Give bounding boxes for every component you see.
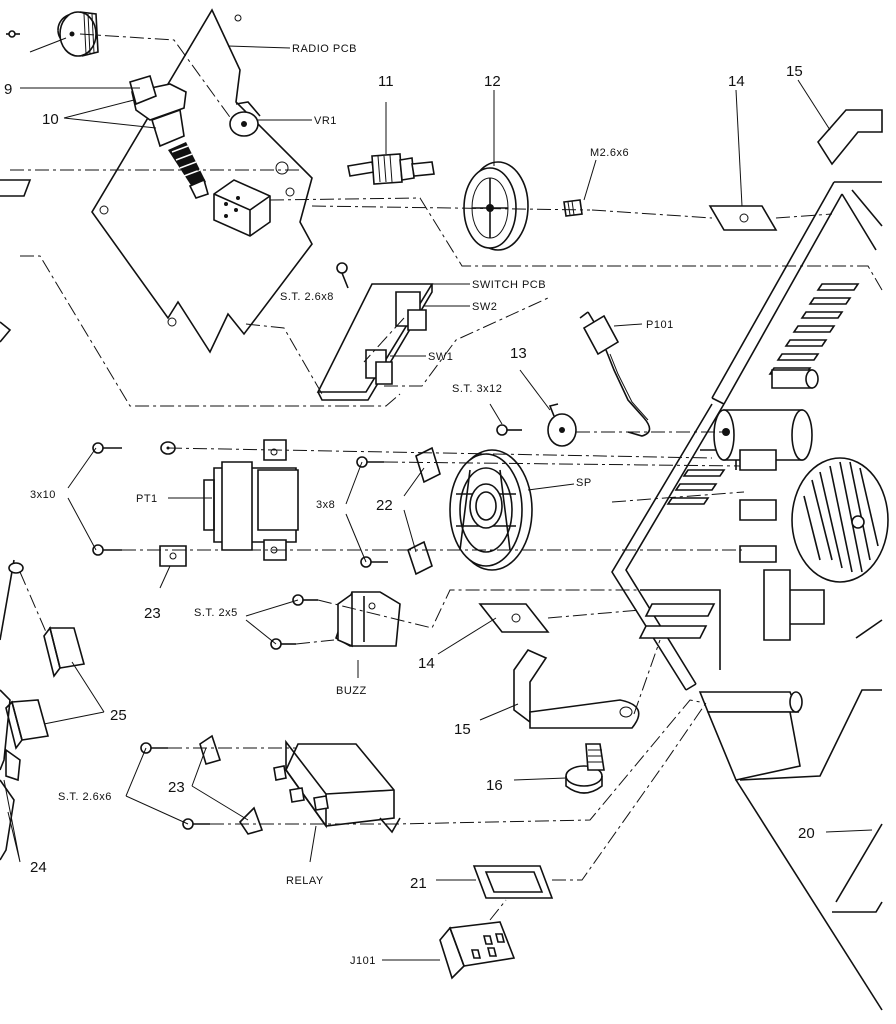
transformer-pt1 (203, 439, 299, 561)
label-st2x5: S.T. 2x5 (194, 607, 238, 619)
left-edge-parts (0, 179, 32, 861)
label-vr1: VR1 (314, 115, 337, 127)
number-14-top: 14 (728, 73, 745, 90)
label-st3x12: S.T. 3x12 (452, 383, 502, 395)
number-25: 25 (110, 707, 127, 724)
buzzer-part (335, 591, 401, 648)
pulley-part-12 (463, 161, 583, 251)
number-15-mid: 15 (454, 721, 471, 738)
tab-part-23-low (199, 734, 264, 835)
switch-pcb (316, 283, 434, 401)
label-st26x8: S.T. 2.6x8 (280, 291, 334, 303)
plate-part-14-top (708, 205, 778, 231)
part-13-knob (547, 403, 577, 447)
relay-part (273, 739, 401, 834)
number-14-mid: 14 (418, 655, 435, 672)
label-relay: RELAY (286, 875, 324, 887)
label-m26x6: M2.6x6 (590, 147, 629, 159)
number-24: 24 (30, 859, 47, 876)
speaker-grill-lines (803, 461, 879, 573)
label-sp: SP (576, 477, 592, 489)
number-20: 20 (798, 825, 815, 842)
number-22: 22 (376, 497, 393, 514)
label-sw1: SW1 (428, 351, 453, 363)
label-p101: P101 (646, 319, 674, 331)
label-radio-pcb: RADIO PCB (292, 43, 357, 55)
bracket-part-15-top (817, 109, 883, 166)
jack-j101 (439, 921, 516, 980)
assembly-guide-lines (10, 33, 883, 921)
label-switch-pcb: SWITCH PCB (472, 279, 546, 291)
label-3x10: 3x10 (30, 489, 56, 501)
label-sw2: SW2 (472, 301, 497, 313)
number-23-mid: 23 (144, 605, 161, 622)
shaft-part-10 (129, 75, 209, 199)
label-3x8: 3x8 (316, 499, 335, 511)
label-buzz: BUZZ (336, 685, 367, 697)
number-21: 21 (410, 875, 427, 892)
frame-part-21 (472, 865, 554, 899)
bracket-part-22 (407, 446, 441, 576)
radio-pcb (91, 8, 313, 354)
part-labels: RADIO PCB VR1 SWITCH PCB SW2 SW1 P101 M2… (30, 43, 674, 967)
number-12: 12 (484, 73, 501, 90)
knob-part-16 (565, 743, 605, 794)
screws-and-washers (8, 30, 522, 830)
number-10: 10 (42, 111, 59, 128)
rod-part-11 (347, 153, 435, 185)
number-9: 9 (4, 81, 12, 98)
plate-part-14-mid (478, 603, 550, 633)
tab-part-23-mid (159, 545, 187, 567)
speaker-part-sp (449, 449, 533, 571)
bracket-part-15-mid (513, 649, 640, 729)
label-pt1: PT1 (136, 493, 158, 505)
part-numbers: 9 10 11 12 13 14 14 15 15 16 20 21 22 23… (4, 63, 815, 892)
number-23-low: 23 (168, 779, 185, 796)
main-chassis (611, 181, 889, 1011)
plug-p101 (579, 311, 651, 437)
label-st26x6: S.T. 2.6x6 (58, 791, 112, 803)
number-13: 13 (510, 345, 527, 362)
clip-part-25 (5, 626, 86, 750)
number-16: 16 (486, 777, 503, 794)
label-j101: J101 (350, 955, 376, 967)
number-15-top: 15 (786, 63, 803, 80)
number-11: 11 (378, 73, 394, 90)
leader-lines (3, 37, 873, 961)
